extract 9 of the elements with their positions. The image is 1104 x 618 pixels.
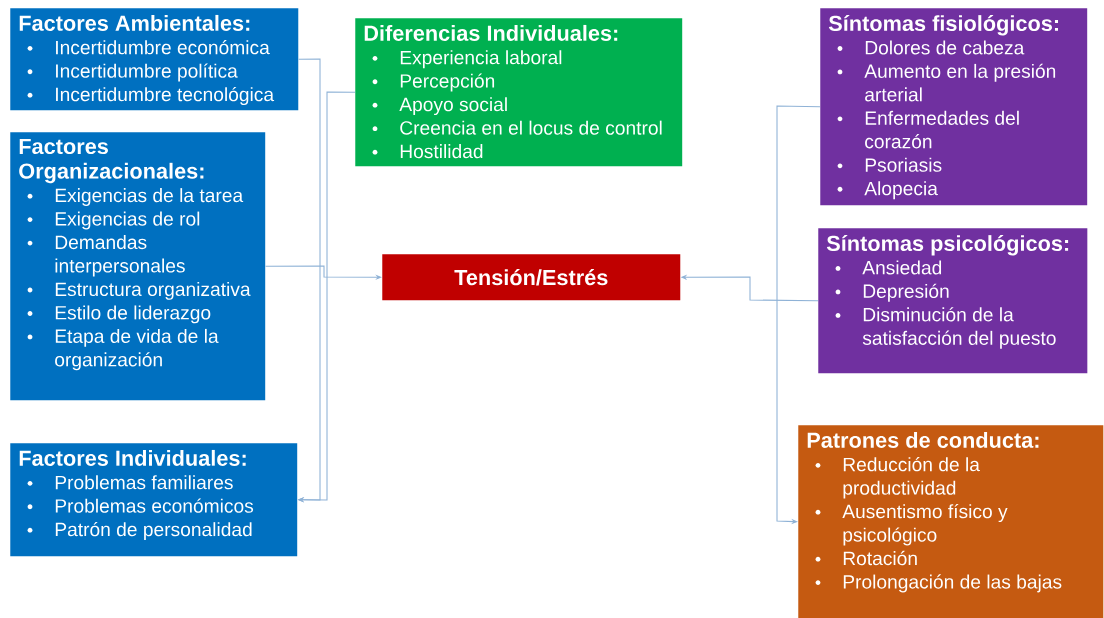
center-box: Tensión/Estrés <box>382 254 681 301</box>
category-box: Factores Ambientales: Incertidumbre económica Incertidumbre política Incertidumbre tecnológica <box>10 8 299 111</box>
connector-arrow <box>264 265 382 280</box>
category-box: Factores Individuales: Problemas familiares Problemas económicos Patrón de personalidad <box>10 443 298 557</box>
category-box: Diferencias Individuales: Experiencia laboral Percepción Apoyo social Creencia en el locus de control Hostilidad <box>355 18 683 167</box>
category-box: Patrones de conducta: Reducción de la productividad Ausentismo físico y psicológico Rotación Prolongación de las bajas <box>798 425 1104 618</box>
category-box: Factores Organizacionales: Exigencias de la tarea Exigencias de rol Demandas interpersonales Estructura organizativa Estilo de liderazgo Etapa de vida de la organización <box>10 132 266 401</box>
category-box: Síntomas fisiológicos: Dolores de cabeza Aumento en la presión arterial Enfermedades del corazón Psoriasis Alopecia <box>820 8 1088 206</box>
category-box: Síntomas psicológicos: Ansiedad Depresión Disminución de la satisfacción del puesto <box>818 228 1088 374</box>
